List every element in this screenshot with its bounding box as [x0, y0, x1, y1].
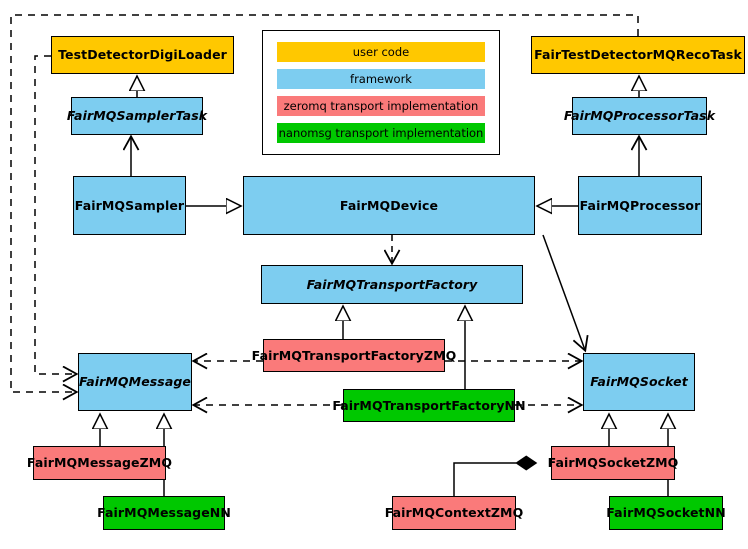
class-node-testdetectordigiloader[interactable]: TestDetectorDigiLoader [51, 36, 234, 74]
legend-label-user-code: user code [352, 44, 410, 59]
class-node-fairmqsocket[interactable]: FairMQSocket [583, 353, 695, 411]
legend-item-user-code: user code [277, 41, 485, 62]
edge-contextzmq-socketzmq [453, 463, 536, 496]
legend-label-framework: framework [350, 71, 412, 86]
legend-label-nanomsg: nanomsg transport implementation [278, 126, 484, 141]
class-node-fairmqmessage[interactable]: FairMQMessage [78, 353, 192, 411]
legend-label-zeromq: zeromq transport implementation [283, 99, 479, 114]
legend-item-zeromq: zeromq transport implementation [277, 96, 485, 117]
class-node-fairmqdevice[interactable]: FairMQDevice [243, 176, 535, 235]
class-node-fairmqtransportfactoryzmq[interactable]: FairMQTransportFactoryZMQ [252, 339, 456, 372]
legend: user code framework zeromq transport imp… [262, 30, 500, 155]
class-node-fairmqtransportfactorynn[interactable]: FairMQTransportFactoryNN [332, 389, 526, 422]
class-node-fairmqprocessor[interactable]: FairMQProcessor [578, 176, 702, 235]
class-node-fairmqmessagenn[interactable]: FairMQMessageNN [97, 496, 231, 530]
class-node-fairmqcontextzmq[interactable]: FairMQContextZMQ [385, 496, 523, 530]
edge-device-socket [542, 234, 585, 350]
edge-digiloader-message [34, 55, 76, 374]
class-node-fairmqsamplertask[interactable]: FairMQSamplerTask [67, 97, 207, 135]
class-node-fairmqsocketzmq[interactable]: FairMQSocketZMQ [548, 446, 678, 480]
class-node-fairmqsampler[interactable]: FairMQSampler [73, 176, 186, 235]
class-node-fairmqprocessortask[interactable]: FairMQProcessorTask [564, 97, 715, 135]
class-node-fairmqmessagezmq[interactable]: FairMQMessageZMQ [27, 446, 172, 480]
class-node-fairmqsocketnn[interactable]: FairMQSocketNN [606, 496, 726, 530]
legend-item-nanomsg: nanomsg transport implementation [277, 123, 485, 144]
legend-item-framework: framework [277, 68, 485, 89]
class-node-fairmqtransportfactory[interactable]: FairMQTransportFactory [261, 265, 523, 304]
edge-recotask-message [10, 14, 639, 392]
class-node-fairtestdetectormqrecotask[interactable]: FairTestDetectorMQRecoTask [531, 36, 745, 74]
